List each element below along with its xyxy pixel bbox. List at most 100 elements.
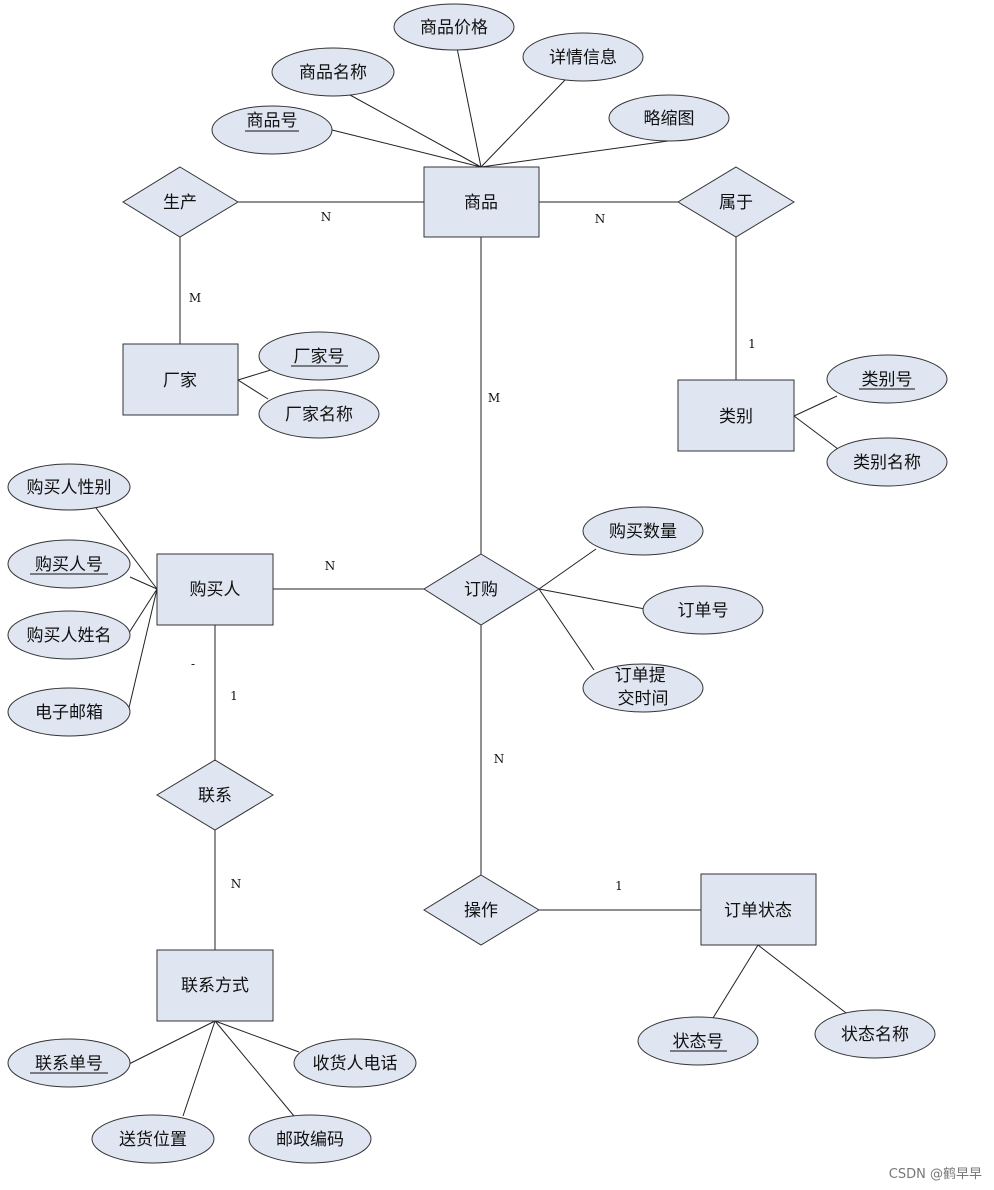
attr-spjg: 商品价格 [393, 3, 515, 51]
card-sp-dg: M [488, 391, 500, 405]
card-gmr-dg: N [325, 559, 336, 573]
attr-ddtj: 订单提 交时间 [582, 663, 704, 713]
watermark: CSDN @鹤早早 [888, 1167, 982, 1182]
edge-ddzt-ztmc [757, 944, 851, 1017]
edge-spbh-sp [331, 129, 482, 168]
attr-dzyx: 电子邮箱 [7, 687, 131, 737]
attr-zth-label: 状态号 [673, 1032, 724, 1052]
entity-sp-label: 商品 [464, 193, 498, 213]
attr-xqxx: 详情信息 [522, 32, 644, 82]
relation-dg-label: 订购 [464, 580, 498, 600]
attr-dzyx-label: 电子邮箱 [35, 703, 103, 723]
attr-ztmc-label: 状态名称 [841, 1025, 909, 1045]
attr-gmrxb-label: 购买人性别 [27, 478, 112, 498]
attr-lbmc-label: 类别名称 [853, 453, 921, 473]
relation-dg: 订购 [423, 553, 540, 626]
card-dg-cz: N [494, 752, 505, 766]
attr-xqxx-label: 详情信息 [549, 48, 617, 68]
edge-spmc-sp [349, 94, 482, 168]
attr-cjh-label: 厂家号 [294, 347, 345, 367]
entity-lxfs: 联系方式 [156, 949, 274, 1022]
attr-gmrxb: 购买人性别 [7, 463, 131, 511]
edge-lxfs-yzbm [214, 1020, 295, 1117]
edge-dg-ddh [538, 588, 646, 610]
card-lx-lxfs: N [231, 877, 242, 891]
relation-cz-label: 操作 [464, 901, 498, 921]
edge-lb-lbh [793, 395, 838, 417]
edge-gmrxb-gmr [95, 507, 158, 590]
attr-shrdh: 收货人电话 [293, 1038, 417, 1088]
attr-lbh-label: 类别号 [862, 370, 913, 390]
edge-lxfs-shrdh [214, 1020, 300, 1053]
attr-gmrh: 购买人号 [7, 539, 131, 589]
edge-lxfs-shwz [182, 1020, 216, 1117]
attr-gmsl-label: 购买数量 [609, 522, 677, 542]
relation-lx-label: 联系 [198, 786, 232, 806]
attr-cjmc: 厂家名称 [258, 389, 380, 439]
entity-gmr-label: 购买人 [190, 580, 241, 600]
attr-ddh-label: 订单号 [678, 601, 729, 621]
entity-cj-label: 厂家 [163, 371, 197, 391]
attr-ddtj-label: 订单提 交时间 [615, 666, 671, 709]
attr-gmrh-label: 购买人号 [35, 555, 103, 575]
attr-spbh-label: 商品号 [247, 111, 298, 131]
card-gmr-lx: 1 [230, 689, 238, 703]
cardinality-labels: N N M 1 M N - 1 N N 1 [189, 210, 756, 893]
edge-cj-cjh [237, 368, 275, 381]
entity-gmr: 购买人 [156, 553, 274, 626]
card-sy-lb: 1 [748, 337, 756, 351]
edge-gmrh-gmr [129, 576, 158, 590]
connector-lines [95, 47, 851, 1117]
attr-shrdh-label: 收货人电话 [313, 1054, 398, 1074]
attr-ddtj-line-2: 交时间 [618, 689, 669, 709]
attr-lxdh-label: 联系单号 [35, 1054, 103, 1074]
relation-cz: 操作 [423, 874, 540, 946]
edge-ddzt-zth [712, 944, 759, 1019]
attr-gmrxm-label: 购买人姓名 [27, 626, 112, 646]
relation-sy-label: 属于 [719, 193, 753, 213]
attr-cjh: 厂家号 [258, 331, 380, 381]
edge-spjg-sp [456, 47, 482, 168]
card-sp-sy: N [595, 212, 606, 226]
entity-ddzt-label: 订单状态 [724, 901, 792, 921]
attr-slt-label: 略缩图 [644, 109, 695, 129]
attr-spmc: 商品名称 [271, 47, 395, 97]
attr-yzbm: 邮政编码 [248, 1114, 372, 1164]
edge-dzyx-gmr [127, 588, 158, 713]
attr-shwz-label: 送货位置 [119, 1130, 187, 1150]
relation-sc-label: 生产 [163, 193, 197, 213]
entity-lb: 类别 [677, 379, 795, 452]
entity-cj: 厂家 [122, 343, 239, 416]
edge-slt-sp [480, 140, 669, 168]
attr-ddh: 订单号 [642, 585, 764, 635]
relation-sy: 属于 [677, 166, 795, 238]
attr-shwz: 送货位置 [91, 1114, 215, 1164]
attr-lxdh: 联系单号 [7, 1038, 131, 1088]
edge-lb-lbmc [793, 415, 839, 450]
attr-ddtj-line-1: 订单提 [615, 666, 666, 686]
attr-gmrxm: 购买人姓名 [7, 610, 131, 660]
attr-spbh: 商品号 [211, 105, 333, 155]
card-sc-cj: M [189, 291, 201, 305]
attr-lbmc: 类别名称 [826, 437, 948, 487]
entity-ddzt: 订单状态 [700, 873, 817, 946]
attr-yzbm-label: 邮政编码 [276, 1130, 344, 1150]
card-sc-sp: N [321, 210, 332, 224]
entity-sp: 商品 [423, 166, 540, 238]
edge-lxfs-lxdh [128, 1020, 216, 1065]
card-cz-ddzt: 1 [615, 879, 623, 893]
edge-dg-gmsl [538, 548, 597, 590]
attr-cjmc-label: 厂家名称 [285, 405, 353, 425]
relation-sc: 生产 [122, 166, 239, 238]
edge-dg-ddtj [538, 588, 595, 671]
entity-lxfs-label: 联系方式 [181, 976, 249, 996]
edge-xqxx-sp [480, 78, 567, 168]
attr-lbh: 类别号 [826, 354, 948, 404]
card-gmr-dash: - [191, 657, 195, 671]
entity-lb-label: 类别 [719, 407, 753, 427]
attr-spjg-label: 商品价格 [420, 18, 488, 38]
attr-spmc-label: 商品名称 [299, 63, 367, 83]
attr-ztmc: 状态名称 [814, 1009, 936, 1059]
attr-gmsl: 购买数量 [582, 506, 704, 556]
